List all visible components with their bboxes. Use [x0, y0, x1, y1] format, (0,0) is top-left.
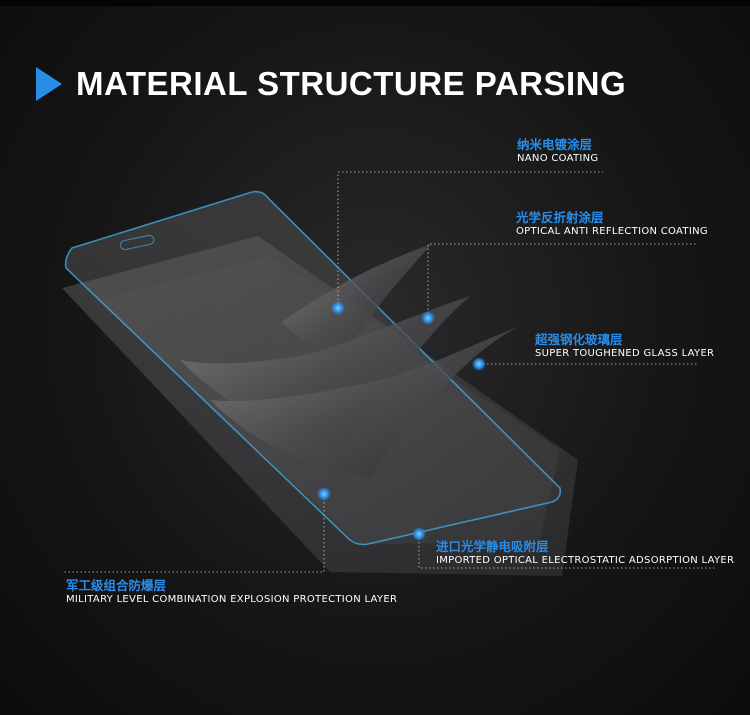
- label-en: OPTICAL ANTI REFLECTION COATING: [516, 226, 708, 237]
- label-en: NANO COATING: [517, 153, 599, 164]
- label-optical-coating: 光学反折射涂层 OPTICAL ANTI REFLECTION COATING: [516, 211, 708, 238]
- dot-optical: [421, 311, 435, 325]
- label-glass-layer: 超强钢化玻璃层 SUPER TOUGHENED GLASS LAYER: [535, 333, 714, 360]
- curled-film-3: [210, 326, 520, 476]
- leader-nano: [337, 171, 603, 308]
- page-title: MATERIAL STRUCTURE PARSING: [76, 65, 627, 102]
- dot-nano: [331, 301, 345, 315]
- dot-military: [317, 487, 331, 501]
- label-adsorption-layer: 进口光学静电吸附层 IMPORTED OPTICAL ELECTROSTATIC…: [436, 540, 734, 567]
- dot-adsorption: [412, 527, 426, 541]
- page-header: MATERIAL STRUCTURE PARSING: [36, 64, 626, 104]
- label-military-layer: 军工级组合防爆层 MILITARY LEVEL COMBINATION EXPL…: [66, 579, 397, 606]
- top-bar: [0, 0, 750, 6]
- leader-adsorption: [418, 534, 716, 569]
- label-en: SUPER TOUGHENED GLASS LAYER: [535, 348, 715, 359]
- label-cn: 进口光学静电吸附层: [436, 540, 549, 554]
- label-en: MILITARY LEVEL COMBINATION EXPLOSION PRO…: [66, 594, 398, 605]
- curled-film-1: [282, 244, 432, 360]
- label-cn: 军工级组合防爆层: [66, 579, 167, 593]
- arrow-right-icon: [36, 67, 62, 101]
- label-nano-coating: 纳米电镀涂层 NANO COATING: [517, 138, 598, 165]
- label-cn: 光学反折射涂层: [516, 211, 604, 225]
- label-cn: 超强钢化玻璃层: [535, 333, 623, 347]
- label-en: IMPORTED OPTICAL ELECTROSTATIC ADSORPTIO…: [436, 555, 735, 566]
- leader-optical: [427, 243, 696, 318]
- speaker-cutout: [119, 234, 155, 251]
- dot-glass: [472, 357, 486, 371]
- label-cn: 纳米电镀涂层: [517, 138, 593, 152]
